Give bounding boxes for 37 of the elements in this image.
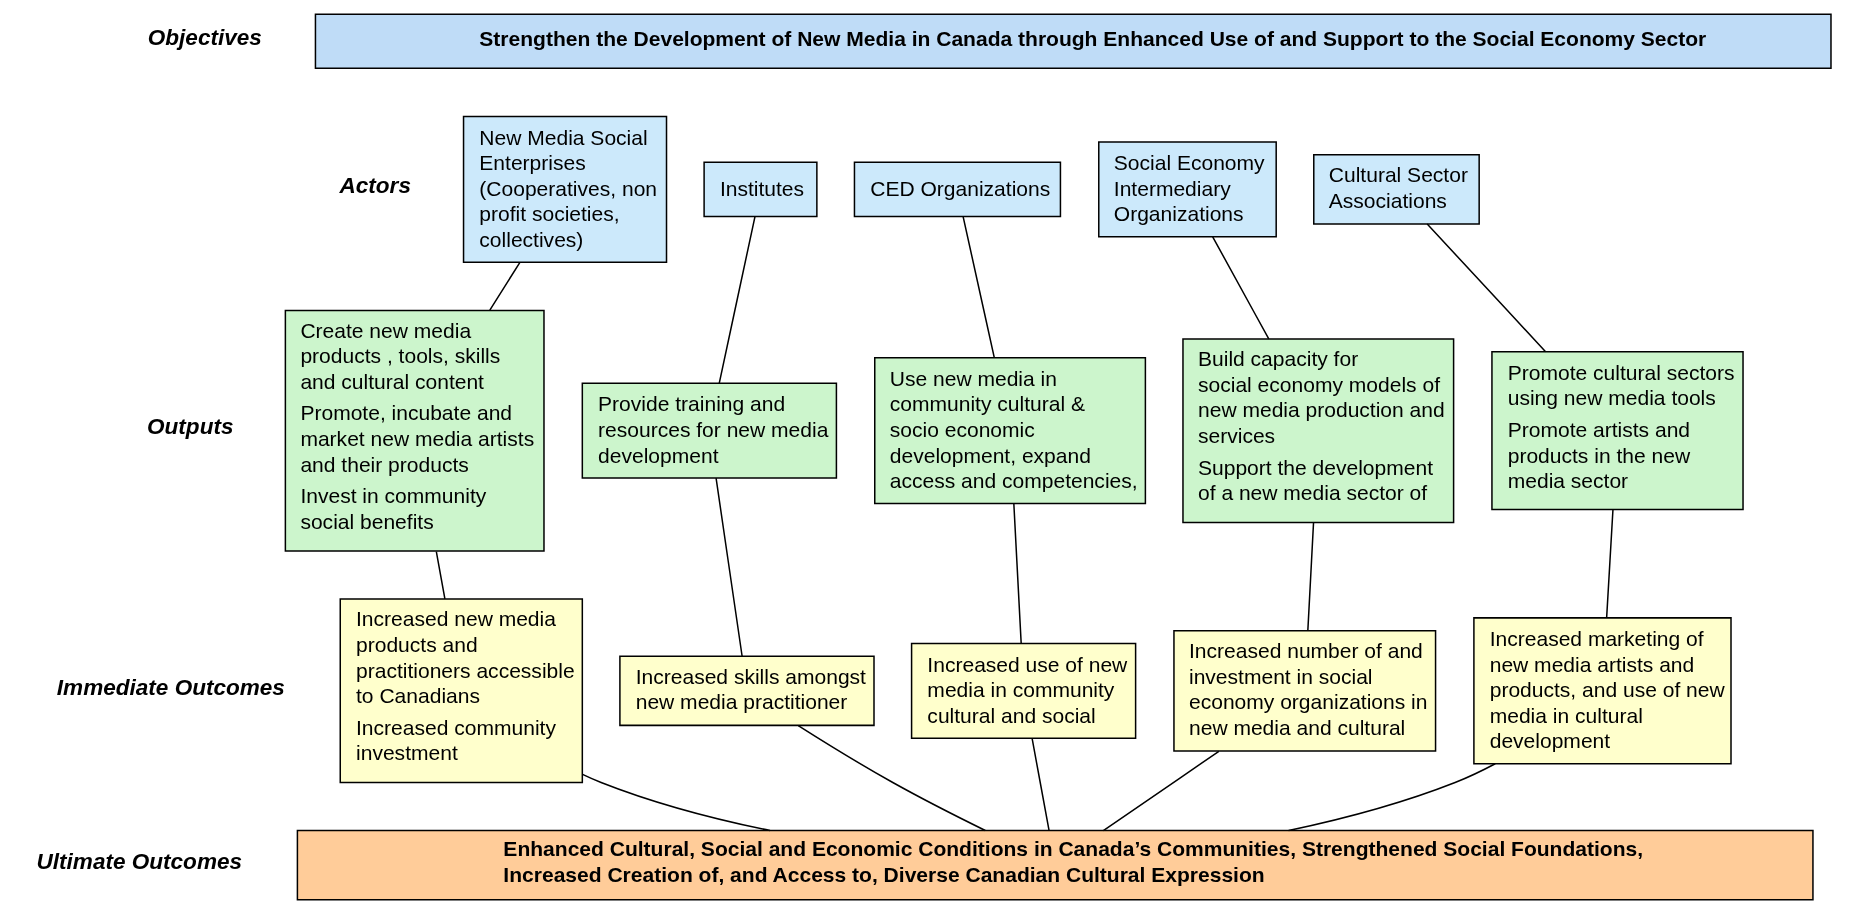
connector xyxy=(435,550,446,600)
node-box: Increased new media products and practitioners accessible to Canadians Increased community investment xyxy=(339,598,584,784)
node-box: Increased marketing of new media artists and products, and use of new media in cultural development xyxy=(1473,617,1732,765)
connector xyxy=(1102,750,1220,832)
connector xyxy=(581,773,771,832)
connector xyxy=(797,724,987,832)
connector xyxy=(1426,223,1547,353)
node-box: Cultural Sector Associations xyxy=(1313,154,1480,225)
connector xyxy=(489,261,521,311)
label: Objectives xyxy=(147,25,262,51)
label: Immediate Outcomes xyxy=(56,674,285,700)
node-box: Strengthen the Development of New Media in Canada through Enhanced Use of and Support to the Social Economy Sector xyxy=(314,13,1832,70)
connector xyxy=(962,216,996,359)
node-box: Increased use of new media in community cultural and social xyxy=(910,642,1137,739)
node-box: Enhanced Cultural, Social and Economic Conditions in Canada’s Communities, Strengthened Social Foundations, Increased Creation of, and Access to, Diverse Canadian Cultural Expression xyxy=(296,829,1814,901)
node-box: Use new media in community cultural & socio economic development, expand access and competencies, xyxy=(874,357,1147,505)
node-box: Social Economy Intermediary Organizations xyxy=(1098,141,1277,238)
label: Ultimate Outcomes xyxy=(36,848,243,874)
connector xyxy=(1031,737,1050,831)
connector xyxy=(1287,763,1496,832)
node-box: Create new media products , tools, skills and cultural content Promote, incubate and market new media artists and their products Invest in community social benefits xyxy=(284,309,545,552)
connector xyxy=(715,477,743,657)
node-box: New Media Social Enterprises (Cooperatives, non profit societies, collectives) xyxy=(462,115,668,264)
connector xyxy=(1605,509,1614,619)
connector xyxy=(718,216,756,385)
connector xyxy=(1013,503,1022,644)
node-box: Provide training and resources for new media development xyxy=(581,382,838,479)
node-box: Build capacity for social economy models of new media production and services Support the development of a new media sector of xyxy=(1182,338,1455,524)
node-box: CED Organizations xyxy=(853,161,1062,218)
node-box: Promote cultural sectors using new media tools Promote artists and products in the new media sector xyxy=(1491,351,1744,511)
node-box: Increased skills amongst new media practitioner xyxy=(619,655,875,727)
label: Actors xyxy=(339,173,411,199)
connector xyxy=(1211,236,1270,340)
connector xyxy=(1307,522,1315,632)
node-box: Institutes xyxy=(703,161,818,218)
node-box: Increased number of and investment in social economy organizations in new media and cultural xyxy=(1173,629,1437,752)
label: Outputs xyxy=(147,414,234,440)
